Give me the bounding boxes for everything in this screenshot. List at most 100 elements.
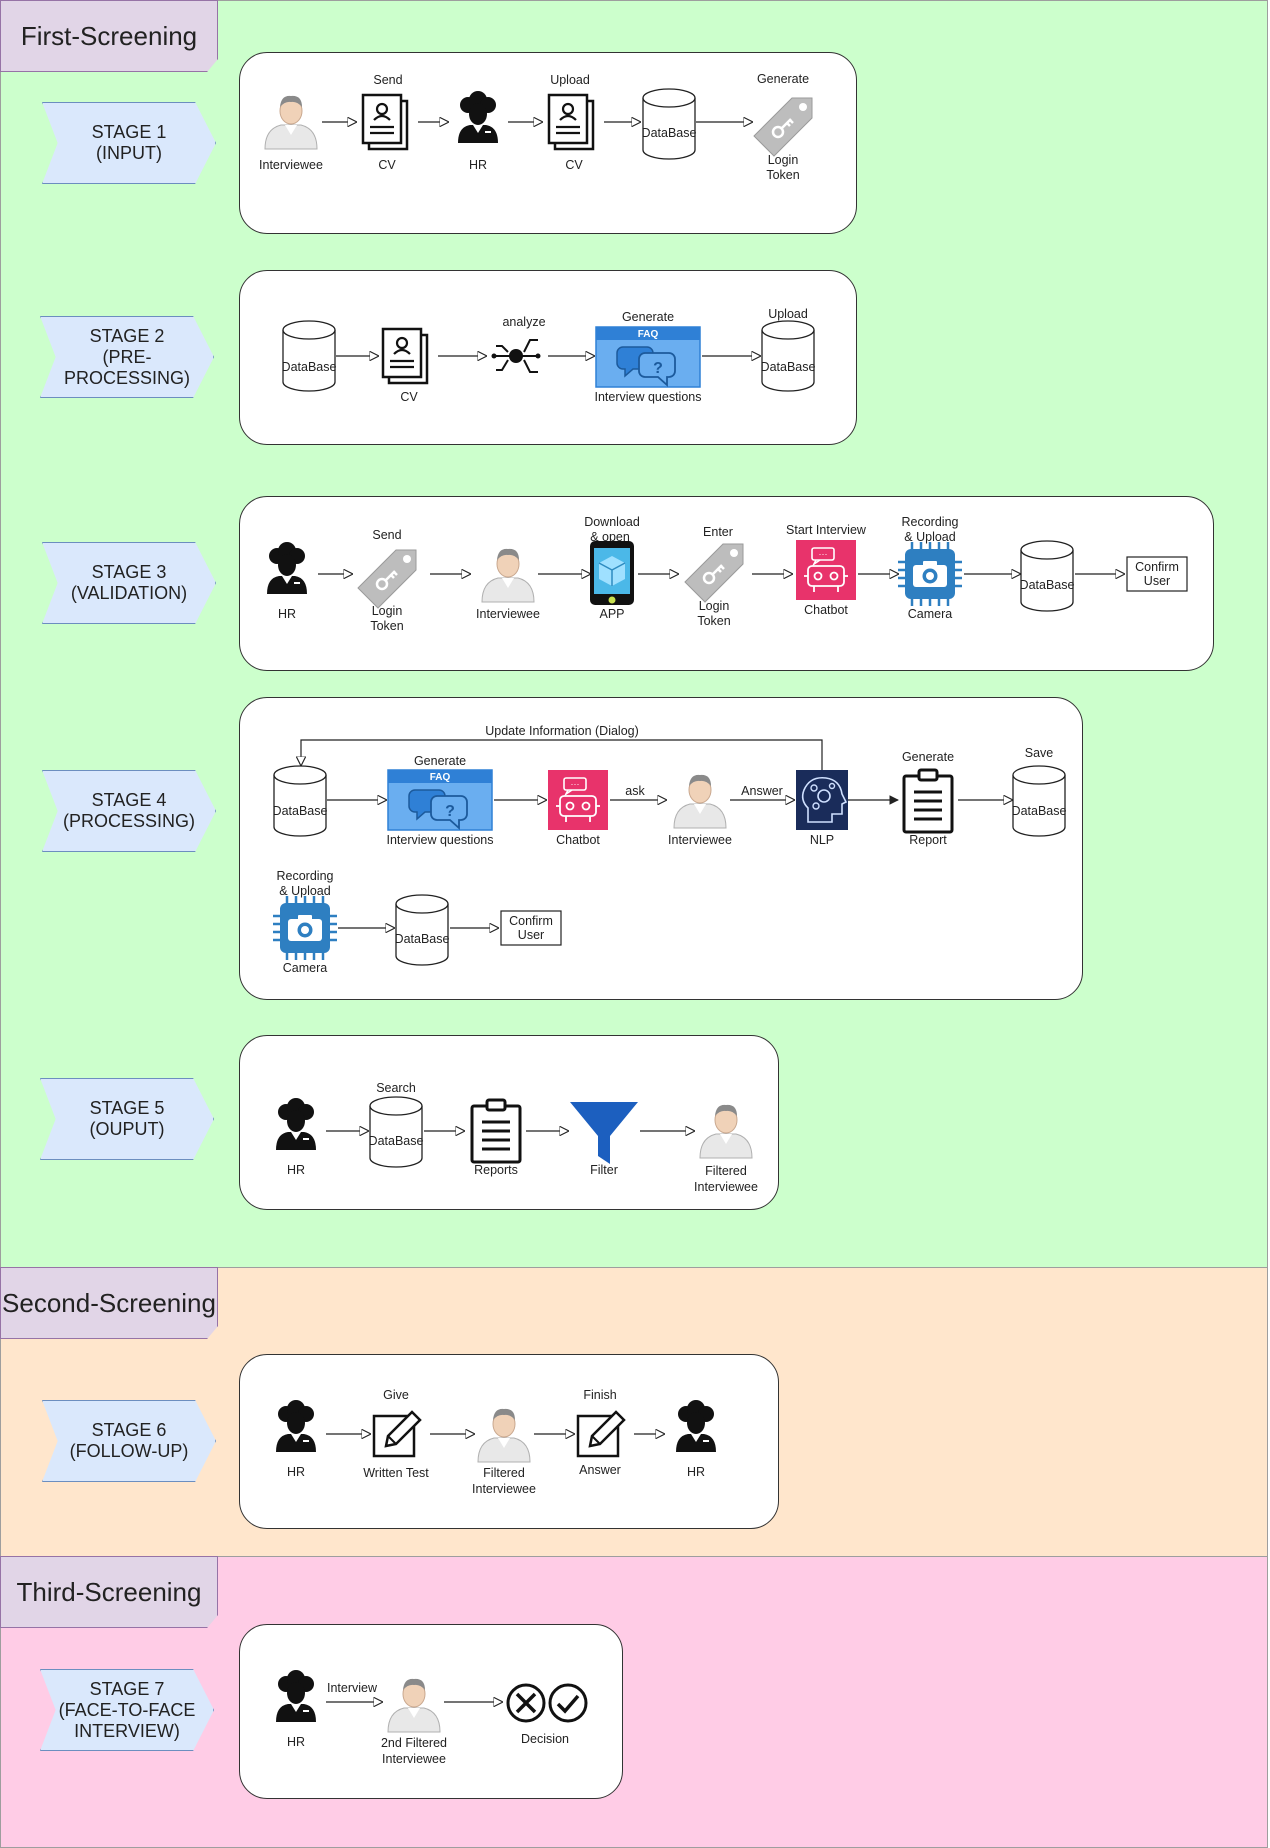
interviewee-icon <box>673 774 727 829</box>
filter-label: Filter <box>590 1163 618 1177</box>
hr-icon <box>458 91 498 143</box>
interview-questions-label: Interview questions <box>386 833 493 847</box>
filtered-interviewee-icon <box>477 1408 531 1463</box>
interview-label: Interview <box>327 1681 378 1695</box>
hr-label: HR <box>287 1465 305 1479</box>
hr-label: HR <box>287 1735 305 1749</box>
ask-label: ask <box>625 784 645 798</box>
give-label: Give <box>383 1388 409 1402</box>
stage-1-diagram: Interviewee Send CV HR Upload CV DataBas… <box>259 72 814 182</box>
camera-icon <box>896 540 964 608</box>
hr-label: HR <box>278 607 296 621</box>
interviewee-label: Interviewee <box>668 833 732 847</box>
report-label: Report <box>909 833 947 847</box>
app-icon <box>589 540 635 606</box>
stage-7-diagram: HR Interview 2nd Filtered Interviewee De… <box>276 1670 588 1766</box>
login-token-label: Login <box>768 153 799 167</box>
stage-3-diagram: HR Send Login Token Interviewee Download… <box>267 515 1188 633</box>
reports-label: Reports <box>474 1163 518 1177</box>
upload-label: Upload <box>550 73 590 87</box>
generate-label: Generate <box>902 750 954 764</box>
hr-icon <box>676 1400 716 1452</box>
confirm-user-label: Confirm <box>509 914 553 928</box>
nlp-icon <box>795 769 849 831</box>
stage-2-label: STAGE 2 (PRE- PROCESSING) <box>40 316 214 398</box>
confirm-user-box <box>500 910 562 946</box>
hr-icon <box>276 1098 316 1150</box>
faq-text: FAQ <box>430 772 451 783</box>
recording-label: & Upload <box>904 530 955 544</box>
chatbot-icon <box>547 769 609 831</box>
stage-7-label: STAGE 7 (FACE-TO-FACE INTERVIEW) <box>40 1669 214 1751</box>
stage-4-card <box>239 697 1083 1000</box>
database-label: DataBase <box>282 360 337 374</box>
hr-icon <box>276 1400 316 1452</box>
app-label: APP <box>599 607 624 621</box>
generate-label: Generate <box>622 310 674 324</box>
analyze-icon <box>490 339 542 373</box>
first-screening-title: First-Screening <box>0 0 218 72</box>
login-token-icon <box>356 548 418 610</box>
update-information-label: Update Information (Dialog) <box>485 724 639 738</box>
database-icon <box>273 765 327 837</box>
login-token-icon <box>683 542 745 604</box>
database-label: DataBase <box>642 126 697 140</box>
filtered-interviewee-label: Filtered <box>483 1466 525 1480</box>
hr-label: HR <box>469 158 487 172</box>
interviewee-icon <box>264 95 318 150</box>
second-filtered-interviewee-label: Interviewee <box>382 1752 446 1766</box>
chatbot-label: Chatbot <box>556 833 600 847</box>
interviewee-label: Interviewee <box>259 158 323 172</box>
interview-questions-label: Interview questions <box>594 390 701 404</box>
analyze-label: analyze <box>502 315 545 329</box>
login-token-icon <box>752 96 814 158</box>
reports-icon <box>470 1098 522 1164</box>
stage-4-diagram: Update Information (Dialog) DataBase Gen… <box>271 724 1067 975</box>
confirm-user-label: Confirm <box>1135 560 1179 574</box>
filtered-interviewee-label: Interviewee <box>472 1482 536 1496</box>
database-label: DataBase <box>1020 578 1075 592</box>
stage-2-diagram: DataBase CV analyze Generate FAQ Intervi… <box>282 307 816 404</box>
database-icon <box>1012 765 1066 837</box>
hr-label: HR <box>687 1465 705 1479</box>
recording-label: & Upload <box>279 884 330 898</box>
start-interview-label: Start Interview <box>786 523 867 537</box>
cv-label: CV <box>378 158 396 172</box>
camera-label: Camera <box>283 961 328 975</box>
answer-label: Answer <box>741 784 783 798</box>
faq-text: FAQ <box>638 329 659 340</box>
filtered-interviewee-label: Filtered <box>705 1164 747 1178</box>
stage-4-label: STAGE 4 (PROCESSING) <box>42 770 216 852</box>
download-label: & open <box>590 530 630 544</box>
filter-icon <box>570 1102 638 1164</box>
upload-label: Upload <box>768 307 808 321</box>
recording-label: Recording <box>277 869 334 883</box>
database-icon <box>761 320 815 392</box>
send-label: Send <box>372 528 401 542</box>
cv-icon <box>361 93 409 151</box>
stage-1-label: STAGE 1 (INPUT) <box>42 102 216 184</box>
stage-3-label: STAGE 3 (VALIDATION) <box>42 542 216 624</box>
nlp-label: NLP <box>810 833 834 847</box>
chatbot-label: Chatbot <box>804 603 848 617</box>
approve-icon <box>548 1683 588 1723</box>
answer-label: Answer <box>579 1463 621 1477</box>
database-label: DataBase <box>1012 804 1067 818</box>
hr-icon <box>276 1670 316 1722</box>
finish-label: Finish <box>583 1388 616 1402</box>
decision-label: Decision <box>521 1732 569 1746</box>
login-token-label: Login <box>372 604 403 618</box>
generate-label: Generate <box>414 754 466 768</box>
answer-icon <box>576 1410 626 1458</box>
database-icon <box>1020 540 1074 612</box>
stage-5-label: STAGE 5 (OUPUT) <box>40 1078 214 1160</box>
cv-icon <box>381 327 429 385</box>
database-icon <box>282 320 336 392</box>
confirm-user-box <box>1126 556 1188 592</box>
enter-label: Enter <box>703 525 733 539</box>
second-filtered-interviewee-label: 2nd Filtered <box>381 1736 447 1750</box>
second-screening-title: Second-Screening <box>0 1267 218 1339</box>
written-test-label: Written Test <box>363 1466 429 1480</box>
second-filtered-interviewee-icon <box>387 1678 441 1733</box>
download-label: Download <box>584 515 640 529</box>
